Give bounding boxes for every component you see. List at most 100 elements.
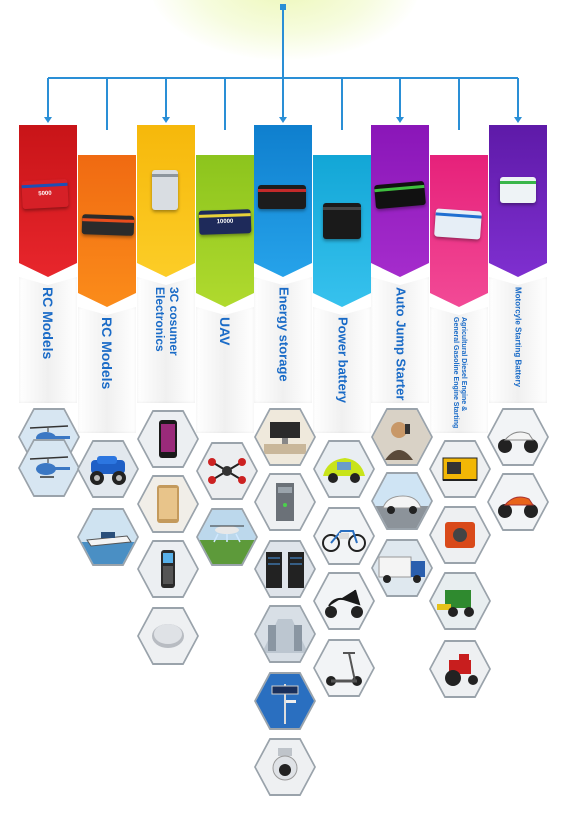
- hex-thumbnail: [139, 609, 197, 663]
- drone-battery-icon: 10000: [198, 209, 252, 235]
- category-column: Power battery: [313, 0, 371, 814]
- product-stripe: [82, 218, 135, 223]
- solar-street-light-icon: [254, 672, 316, 730]
- coin-cell-glyph: [139, 609, 197, 663]
- jump-starter-icon: [374, 180, 426, 210]
- smartphone-glyph: [139, 412, 197, 466]
- connector-arrow: [162, 117, 170, 123]
- hex-thumbnail: [315, 442, 373, 496]
- hex-thumbnail: [20, 441, 78, 495]
- generator-glyph: [431, 442, 489, 496]
- category-column: Energy storage: [254, 0, 312, 814]
- tablet-glyph: [139, 477, 197, 531]
- harvester-glyph: [431, 574, 489, 628]
- hex-thumbnail: [256, 740, 314, 794]
- category-label: UAV: [217, 317, 234, 346]
- e-bike-icon: [313, 507, 375, 565]
- product-stripe: [152, 174, 178, 177]
- roadside-call-icon: [371, 408, 433, 466]
- category-label-strip: RC Models: [78, 307, 136, 433]
- speedboat-icon: [77, 508, 139, 566]
- hex-thumbnail: [373, 541, 431, 595]
- tractor-icon: [429, 640, 491, 698]
- hex-thumbnail: [139, 477, 197, 531]
- product-stripe: [374, 184, 425, 193]
- data-center-icon: [254, 605, 316, 663]
- hex-thumbnail: [373, 410, 431, 464]
- e-bike-glyph: [315, 509, 373, 563]
- hex-thumbnail: [315, 641, 373, 695]
- product-capacity-label: 10000: [216, 218, 234, 226]
- category-column: Motorcyle Starting Battery: [489, 0, 547, 814]
- product-stripe: [435, 212, 482, 219]
- category-banner: 10000: [196, 155, 254, 307]
- hex-thumbnail: [256, 607, 314, 661]
- rack-battery-icon: [258, 185, 306, 209]
- hex-thumbnail: [256, 674, 314, 728]
- category-label-strip: UAV: [196, 307, 254, 433]
- connector-arrow: [279, 117, 287, 123]
- category-banner: [254, 125, 312, 277]
- category-banner: [371, 125, 429, 277]
- hex-thumbnail: [315, 509, 373, 563]
- category-banner: [489, 125, 547, 277]
- crop-drone-icon: [196, 508, 258, 566]
- rc-truck-glyph: [79, 442, 137, 496]
- hex-thumbnail: [79, 510, 137, 564]
- drone-glyph: [198, 444, 256, 498]
- crop-drone-glyph: [198, 510, 256, 564]
- category-label-strip: Auto Jump Starter: [371, 277, 429, 403]
- motorcycle-battery-icon: [500, 177, 536, 203]
- category-column: 5000 RC Models: [19, 0, 77, 814]
- roadside-call-glyph: [373, 410, 431, 464]
- hex-thumbnail: [315, 574, 373, 628]
- category-banner: [430, 155, 488, 307]
- kick-scooter-glyph: [315, 641, 373, 695]
- connector-arrow: [514, 117, 522, 123]
- category-label-strip: 3C cosumer Electronics: [137, 277, 195, 403]
- category-label-strip: Energy storage: [254, 277, 312, 403]
- connector-arrow: [44, 117, 52, 123]
- ups-cabinet-icon: [254, 473, 316, 531]
- category-label: 3C cosumer Electronics: [153, 287, 181, 356]
- category-banner: [78, 155, 136, 307]
- product-stripe: [258, 189, 306, 192]
- living-room-glyph: [256, 410, 314, 464]
- drone-icon: [196, 442, 258, 500]
- rc-battery-pack-icon: [81, 214, 135, 236]
- product-stripe: [500, 181, 536, 184]
- hex-thumbnail: [256, 542, 314, 596]
- hex-thumbnail: [139, 412, 197, 466]
- tractor-glyph: [431, 642, 489, 696]
- product-stripe: [323, 207, 361, 210]
- hex-thumbnail: [489, 410, 547, 464]
- motorcycle-orange-glyph: [489, 475, 547, 529]
- server-rack-icon: [254, 540, 316, 598]
- category-label-strip: Agricultural Diesel Engine & General Gas…: [430, 307, 488, 433]
- solar-street-light-glyph: [256, 674, 314, 728]
- hex-thumbnail: [256, 475, 314, 529]
- starter-battery-icon: [434, 208, 482, 240]
- hex-thumbnail: [373, 474, 431, 528]
- category-column: 3C cosumer Electronics: [137, 0, 195, 814]
- coin-cell-icon: [137, 607, 199, 665]
- category-label: Power battery: [335, 317, 351, 403]
- ups-cabinet-glyph: [256, 475, 314, 529]
- kick-scooter-icon: [313, 639, 375, 697]
- hex-thumbnail: [198, 510, 256, 564]
- hex-thumbnail: [431, 442, 489, 496]
- category-column: RC Models: [78, 0, 136, 814]
- product-capacity-label: 5000: [38, 190, 52, 198]
- e-scooter-icon: [313, 572, 375, 630]
- hex-thumbnail: [489, 475, 547, 529]
- category-banner: [137, 125, 195, 277]
- electric-car-icon: [313, 440, 375, 498]
- category-label-strip: Motorcyle Starting Battery: [489, 277, 547, 403]
- car-highway-glyph: [373, 474, 431, 528]
- category-label-strip: RC Models: [19, 277, 77, 403]
- hex-thumbnail: [431, 574, 489, 628]
- pouch-cell-icon: [152, 170, 178, 210]
- engine-icon: [429, 506, 491, 564]
